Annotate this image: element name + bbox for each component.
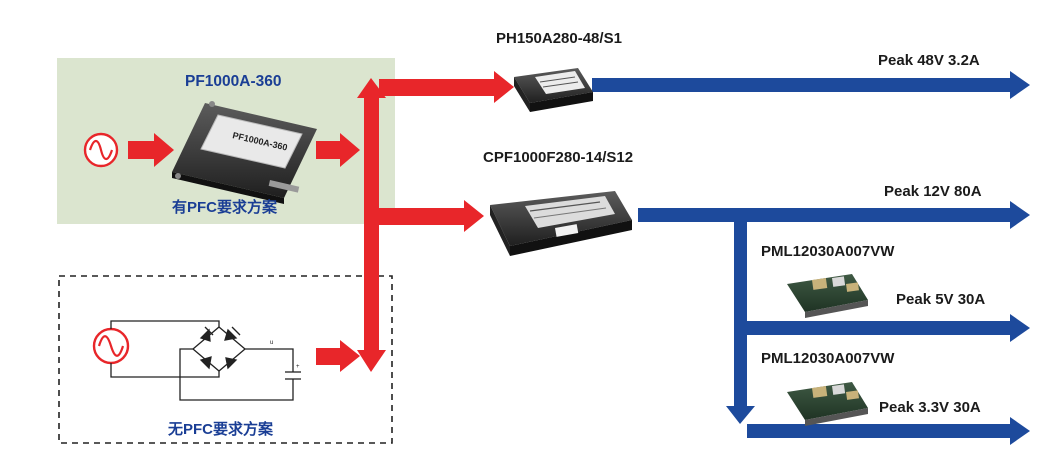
red-input-arrows xyxy=(128,71,514,372)
arrow-to-ph150-shaft xyxy=(379,79,495,96)
nonpfc-section-border xyxy=(58,275,393,444)
arrow-pfc-to-bus-shaft xyxy=(316,141,341,159)
svg-text:+: + xyxy=(296,364,300,370)
cpf1000-label: CPF1000F280-14/S12 xyxy=(483,149,634,166)
red-bus-bottom-head xyxy=(357,350,386,372)
blue-trunk-head xyxy=(726,406,755,424)
arrow-5v-head xyxy=(1010,314,1030,342)
ph150-module-image xyxy=(514,68,593,112)
arrow-to-cpf-shaft xyxy=(379,208,465,225)
svg-text:u: u xyxy=(270,340,273,346)
nonpfc-caption: 无PFC要求方案 xyxy=(168,421,274,438)
pml-module-image-1 xyxy=(787,274,868,318)
pf1000a-label: PF1000A-360 xyxy=(185,73,282,90)
arrow-12v-head xyxy=(1010,201,1030,229)
ph150-label: PH150A280-48/S1 xyxy=(496,30,622,47)
output-33v-label: Peak 3.3V 30A xyxy=(879,399,981,416)
arrow-pfc-to-bus-head xyxy=(340,133,360,167)
output-48v-label: Peak 48V 3.2A xyxy=(878,52,980,69)
pml-module-image-2 xyxy=(787,382,868,426)
arrow-33v-head xyxy=(1010,417,1030,445)
blue-trunk xyxy=(734,208,747,408)
pml-label-1: PML12030A007VW xyxy=(761,243,895,260)
arrow-to-cpf-head xyxy=(464,200,484,232)
arrow-12v-shaft xyxy=(638,208,1010,222)
arrow-ac-to-pfc-head xyxy=(154,133,174,167)
red-bus-top-head xyxy=(357,78,386,98)
arrow-ac-to-pfc-shaft xyxy=(128,141,154,159)
arrow-33v-shaft xyxy=(747,424,1010,438)
arrow-to-ph150-head xyxy=(494,71,514,103)
bridge-rectifier-icon: u + xyxy=(92,320,301,401)
arrow-rect-to-bus-head xyxy=(340,340,360,372)
pfc-caption: 有PFC要求方案 xyxy=(172,199,278,216)
output-5v-label: Peak 5V 30A xyxy=(896,291,986,308)
arrow-48v-shaft xyxy=(592,78,1010,92)
arrow-48v-head xyxy=(1010,71,1030,99)
output-12v-label: Peak 12V 80A xyxy=(884,183,982,200)
blue-output-arrows xyxy=(592,71,1030,445)
pml-label-2: PML12030A007VW xyxy=(761,350,895,367)
arrow-rect-to-bus-shaft xyxy=(316,348,341,365)
pf1000a-module-image: PF1000A-360 xyxy=(172,101,317,204)
arrow-5v-shaft xyxy=(747,321,1010,335)
ac-source-icon xyxy=(83,132,119,168)
cpf1000-module-image xyxy=(490,191,632,256)
red-bus xyxy=(364,96,379,352)
